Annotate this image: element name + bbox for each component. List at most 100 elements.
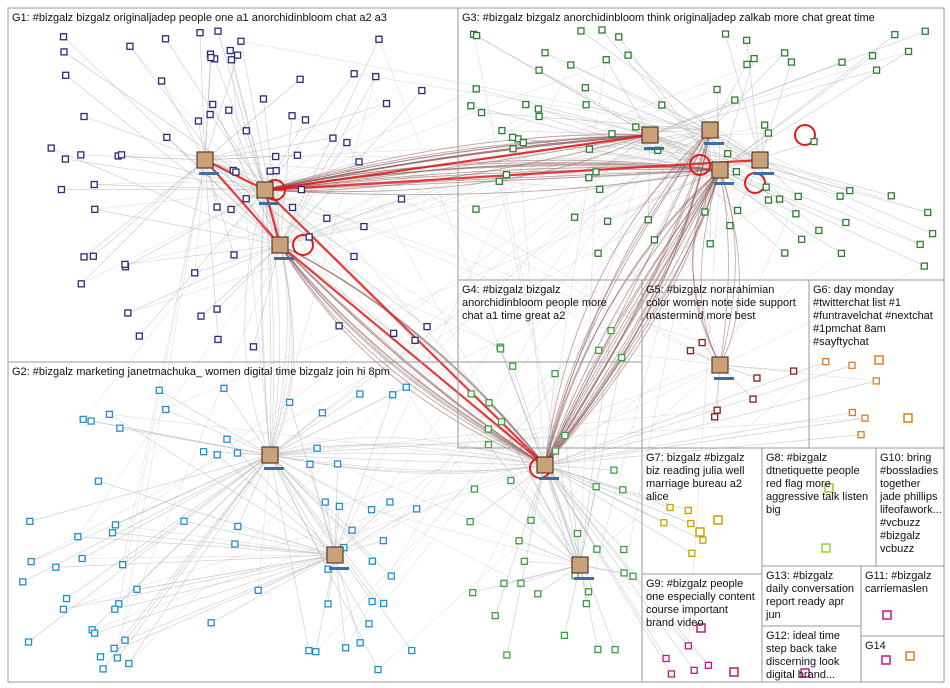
group-label-layer: G1: #bizgalz bizgalz originaljadep peopl… — [12, 12, 942, 681]
network-edge — [709, 129, 850, 191]
network-edge — [92, 464, 546, 631]
network-node — [724, 150, 732, 158]
network-edge — [269, 393, 361, 456]
network-edge — [719, 364, 877, 382]
network-edge — [618, 36, 721, 171]
hub-avatar — [271, 236, 289, 254]
network-edge — [77, 244, 281, 537]
network-node — [567, 61, 575, 69]
network-node — [79, 415, 87, 424]
network-node — [108, 529, 117, 537]
network-edge — [200, 244, 281, 317]
network-edge — [334, 265, 925, 556]
network-node — [96, 653, 105, 661]
network-edge — [279, 76, 376, 246]
network-edge — [114, 554, 336, 610]
network-node — [180, 517, 188, 525]
group-label-g1: G1: #bizgalz bizgalz originaljadep peopl… — [12, 12, 387, 24]
network-node — [699, 536, 707, 544]
network-edge — [118, 159, 206, 604]
network-node — [62, 594, 71, 603]
network-edge — [55, 554, 336, 568]
network-node — [412, 505, 421, 513]
network-edge — [264, 134, 651, 191]
node-layer — [19, 26, 937, 678]
network-node — [887, 192, 895, 200]
network-node — [135, 332, 144, 340]
network-node — [90, 629, 99, 637]
network-node — [374, 665, 382, 674]
network-node — [57, 185, 66, 194]
network-node — [620, 569, 628, 577]
network-edge — [337, 463, 581, 566]
highlight-edge — [279, 244, 546, 466]
network-node — [110, 644, 118, 652]
network-edge — [279, 52, 785, 246]
network-edge — [112, 134, 651, 533]
network-node — [26, 517, 34, 526]
network-node — [365, 620, 373, 628]
network-edge — [159, 390, 271, 456]
network-node — [305, 646, 313, 655]
network-edge — [31, 159, 761, 562]
network-node — [62, 71, 70, 79]
network-node — [375, 35, 383, 43]
network-node — [194, 117, 203, 125]
network-edge — [544, 464, 691, 524]
network-node — [666, 503, 674, 512]
network-node — [423, 322, 431, 331]
network-node — [713, 515, 723, 525]
network-edge — [544, 169, 721, 466]
network-node — [905, 651, 915, 661]
group-box-g14 — [860, 635, 945, 683]
network-node — [920, 262, 928, 270]
network-edge — [476, 35, 651, 136]
group-box-layer — [7, 7, 945, 683]
network-node — [272, 152, 280, 161]
network-edge — [264, 73, 355, 191]
hub-avatar — [711, 161, 729, 179]
network-edge — [570, 64, 761, 161]
network-edge — [264, 119, 306, 191]
network-edge — [688, 169, 721, 646]
network-edge — [124, 129, 711, 265]
group-label-g14: G14 — [865, 640, 886, 652]
network-node — [466, 518, 474, 526]
network-node — [472, 31, 481, 40]
network-edge — [261, 189, 271, 456]
network-node — [644, 216, 652, 224]
network-edge — [279, 244, 546, 466]
network-node — [535, 66, 543, 74]
network-edge — [544, 380, 877, 466]
network-edge — [117, 159, 206, 658]
network-node — [125, 659, 133, 668]
network-node — [213, 305, 221, 313]
hub-avatar — [701, 121, 719, 139]
network-edge — [759, 159, 892, 197]
network-node — [732, 168, 741, 176]
network-edge — [269, 454, 372, 510]
network-node — [534, 590, 542, 598]
network-node — [508, 133, 517, 142]
network-edge — [121, 154, 266, 191]
network-edge — [269, 409, 718, 456]
network-node — [848, 361, 856, 369]
network-node — [266, 167, 274, 175]
network-node — [686, 347, 695, 355]
network-edge — [264, 134, 651, 191]
network-node — [789, 367, 798, 375]
network-node — [713, 406, 721, 414]
network-edge — [544, 253, 842, 466]
network-node — [800, 668, 810, 678]
network-edge — [228, 110, 281, 246]
network-node — [94, 477, 103, 485]
network-edge — [113, 454, 271, 649]
network-edge — [161, 80, 206, 161]
network-node — [822, 358, 830, 366]
network-edge — [725, 33, 761, 161]
network-node — [632, 123, 640, 131]
self-loop — [292, 234, 314, 256]
network-edge — [115, 524, 336, 556]
network-edge — [258, 554, 336, 591]
network-node — [59, 33, 68, 41]
